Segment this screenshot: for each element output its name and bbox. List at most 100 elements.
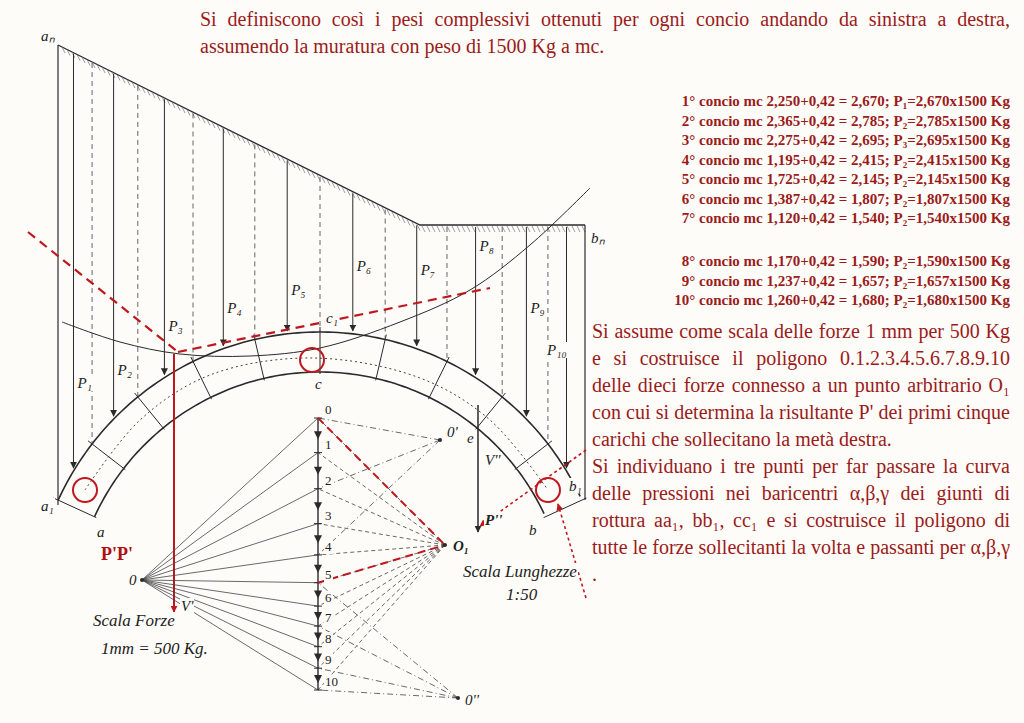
table-row: 10° concio mc 1,260+0,42 = 1,680; P₂=1,6… [674,291,1010,309]
red-construction-line [318,418,445,545]
force-label: P'' [484,512,504,528]
joint-vertical [547,227,548,443]
scale-label: 1mm = 500 Kg. [100,640,209,658]
joint-vertical [193,114,194,361]
joint-vertical [137,86,138,396]
joint-vertical [446,227,447,361]
polygon-ray [318,418,445,545]
thrust-point [536,478,560,502]
pole-label: 0' [446,424,459,440]
polygon-tick [314,690,322,691]
polygon-number: 10 [324,675,339,689]
table-row: 6° concio mc 1,387+0,42 = 1,807; P₂=1,80… [682,190,1010,208]
load-label: P₄ [226,300,242,316]
abutment-line [57,45,58,505]
polygon-ray [318,524,445,545]
point-label: a₁ [40,498,55,514]
polygon-ray [142,453,318,580]
funicular-curve [62,188,590,356]
polygon-number: 9 [324,653,333,667]
scale-label: 1:50 [505,586,538,604]
voussoir-joint [428,357,449,399]
arch-intrados [95,372,545,517]
polygon-number: 5 [324,568,333,582]
polygon-ray [318,545,445,668]
drawing [28,45,590,700]
pole-point [443,543,447,547]
polygon-tick [314,646,322,647]
resultant-label: P'P' [100,544,134,564]
load-line [223,129,224,346]
point-label: c [314,376,323,392]
table-row: 2° concio mc 2,365+0,42 = 2,785; P₂=2,78… [682,112,1010,130]
force-arrowhead [314,565,322,573]
load-label: P₃ [167,318,183,334]
force-arrowhead [314,653,322,661]
scale-label: Scala Lunghezze [462,563,578,581]
polygon-ray [318,545,445,690]
load-label: P₅ [290,282,306,298]
table-row: 9° concio mc 1,237+0,42 = 1,657; P₂=1,65… [682,272,1010,290]
polygon-ray [318,668,458,698]
pole-label: 0'' [464,692,480,708]
point-label: e [466,430,475,446]
polygon-ray [142,580,318,690]
polygon-ray [142,524,318,580]
polygon-number: 7 [324,611,333,625]
fill-surface [58,45,585,225]
load-line [73,54,74,468]
note-text: Si definiscono così i pesi complessivi o… [200,6,1010,60]
voussoir-joint [376,335,387,381]
point-label: a [96,524,106,540]
resultant-arrow [477,405,479,532]
point-label: b₁ [568,478,583,494]
load-line [526,227,527,416]
polygon-ray [142,418,318,580]
polygon-ray [142,555,318,580]
load-line [287,161,288,331]
polygon-number: 2 [324,474,333,488]
resultant-arrow [173,354,175,612]
force-arrowhead [314,535,322,543]
polygon-ray [318,489,445,545]
point-label: c₁ [325,310,339,326]
polygon-tick [314,452,322,453]
load-label: P₆ [356,258,372,274]
polygon-tick [314,554,322,555]
pole-point [456,696,460,700]
table-row: 8° concio mc 1,170+0,42 = 1,590; P₂=1,59… [682,252,1010,270]
voussoir-joint [254,335,265,381]
polygon-ray [318,453,445,545]
polygon-ray [318,545,445,583]
load-label: P₁₀ [546,342,568,358]
polygon-ray [318,440,440,555]
polygon-ray [318,545,445,626]
force-arrowhead [314,502,322,510]
force-arrowhead [314,590,322,598]
force-polygon-line [317,418,318,690]
point-label: aₙ [40,28,56,44]
polygon-number: 6 [324,591,333,605]
force-arrowhead [314,467,322,475]
pole-point [140,578,144,582]
pole-label: O₁ [452,538,470,554]
point-label: bₙ [590,230,606,246]
polygon-ray [318,545,445,647]
force-arrowhead [314,431,322,439]
joint-vertical [385,210,386,339]
load-label: P₉ [529,300,545,316]
joint-vertical [254,144,255,338]
voussoir-joint [88,441,125,470]
polygon-ray [142,489,318,580]
voussoir-joint [515,441,552,470]
red-construction-line [178,288,490,352]
polygon-ray [318,690,458,698]
voussoir-joint [135,393,165,429]
polygon-number: 4 [324,540,333,554]
force-arrowhead [314,612,322,620]
callout-arrow [558,504,586,598]
table-row: 1° concio mc 2,250+0,42 = 2,670; P₁=2,67… [682,92,1010,110]
voussoir-joint [191,357,212,399]
polygon-ray [142,580,318,583]
